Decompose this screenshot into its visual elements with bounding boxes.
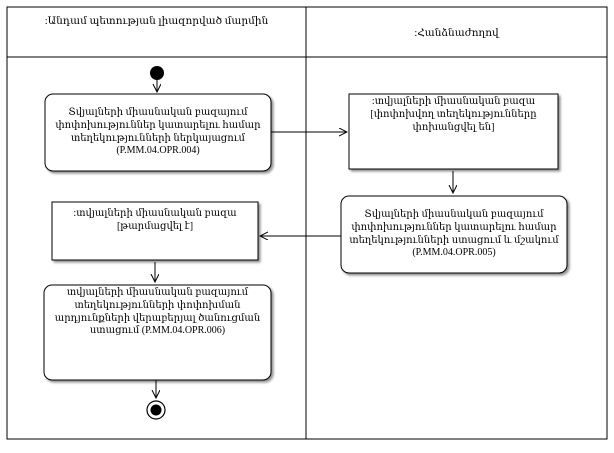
activity-a1-label: Տվյալների միասնական բազայում փոփոխությու…	[55, 106, 261, 157]
object-a2-shape	[348, 93, 559, 170]
activity-a5-shape	[43, 284, 272, 381]
lane-title-member-state: :Անդամ պետության լիազորված մարմին	[44, 16, 269, 28]
final-node-inner	[150, 404, 162, 416]
object-a4-shape	[51, 201, 259, 261]
object-a4-label: :տվյալների միասնական բազա [թարմացվել է]	[73, 208, 237, 232]
activity-a3-label: Տվյալների միասնական բազայում փոփոխությու…	[349, 208, 559, 259]
object-a2-label: :տվյալների միասնական բազա [փոփոխվող տեղե…	[370, 96, 537, 133]
lane-title-commission: :Հանձնաժողով	[414, 28, 499, 40]
swimlane-frame	[6, 6, 608, 440]
initial-node	[150, 66, 164, 80]
activity-a5-label: տվյալների միասնական բազայում տեղեկությու…	[54, 287, 261, 337]
activity-a3-shape	[340, 195, 568, 274]
